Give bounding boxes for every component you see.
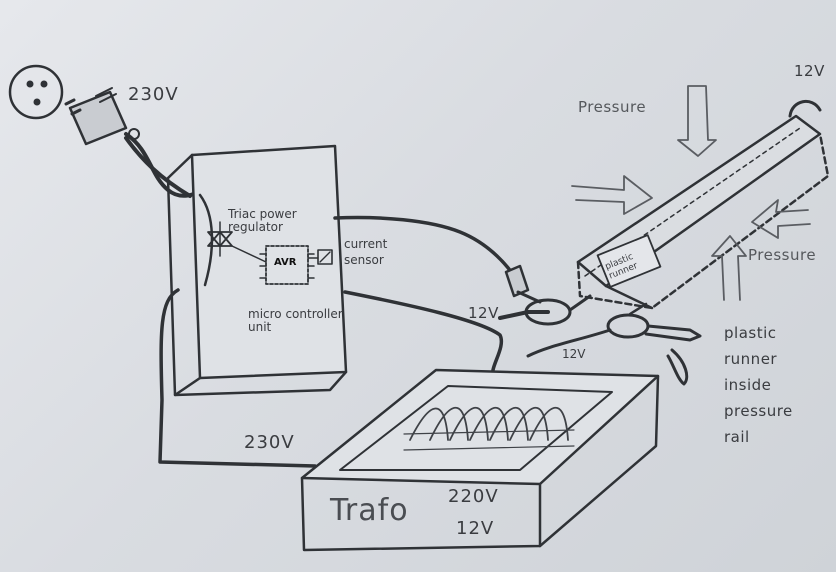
trafo-primary-label: 220V bbox=[448, 486, 499, 507]
control-box bbox=[166, 144, 348, 397]
mains-voltage-label: 230V bbox=[128, 84, 179, 105]
pressure-arrow-down-icon bbox=[677, 85, 717, 157]
pressure-top-label: Pressure bbox=[578, 98, 647, 116]
plastic-runner-note-label: plastic runner inside pressure rail bbox=[724, 324, 793, 446]
wall-socket-icon bbox=[8, 64, 64, 120]
mains-cable bbox=[124, 132, 202, 198]
transformer-coil bbox=[403, 407, 575, 451]
pressure-right-label: Pressure bbox=[748, 246, 817, 264]
power-plug-icon bbox=[64, 87, 140, 146]
transformer bbox=[300, 368, 660, 552]
trafo-label: Trafo bbox=[330, 493, 409, 528]
current-sensor-label: current sensor bbox=[344, 237, 388, 267]
box-voltage-label: 230V bbox=[244, 432, 295, 453]
micro-controller-label: micro controller unit bbox=[248, 307, 343, 334]
crocodile-clip-left bbox=[498, 264, 592, 326]
pressure-arrow-up-icon bbox=[711, 235, 747, 301]
box-wiring bbox=[158, 193, 518, 468]
twelve-v-mid-label: 12V bbox=[562, 347, 586, 361]
triac-label: Triac power regulator bbox=[228, 207, 297, 234]
voltage-top-right-label: 12V bbox=[794, 62, 825, 80]
trafo-secondary-label: 12V bbox=[456, 518, 495, 539]
avr-chip-label: AVR bbox=[274, 257, 297, 268]
pressure-arrow-left-icon bbox=[751, 199, 811, 239]
pressure-rail bbox=[576, 100, 830, 310]
crocodile-clip-right bbox=[526, 302, 702, 386]
pressure-arrow-right-icon bbox=[571, 175, 653, 215]
twelve-v-left-label: 12V bbox=[468, 304, 499, 322]
